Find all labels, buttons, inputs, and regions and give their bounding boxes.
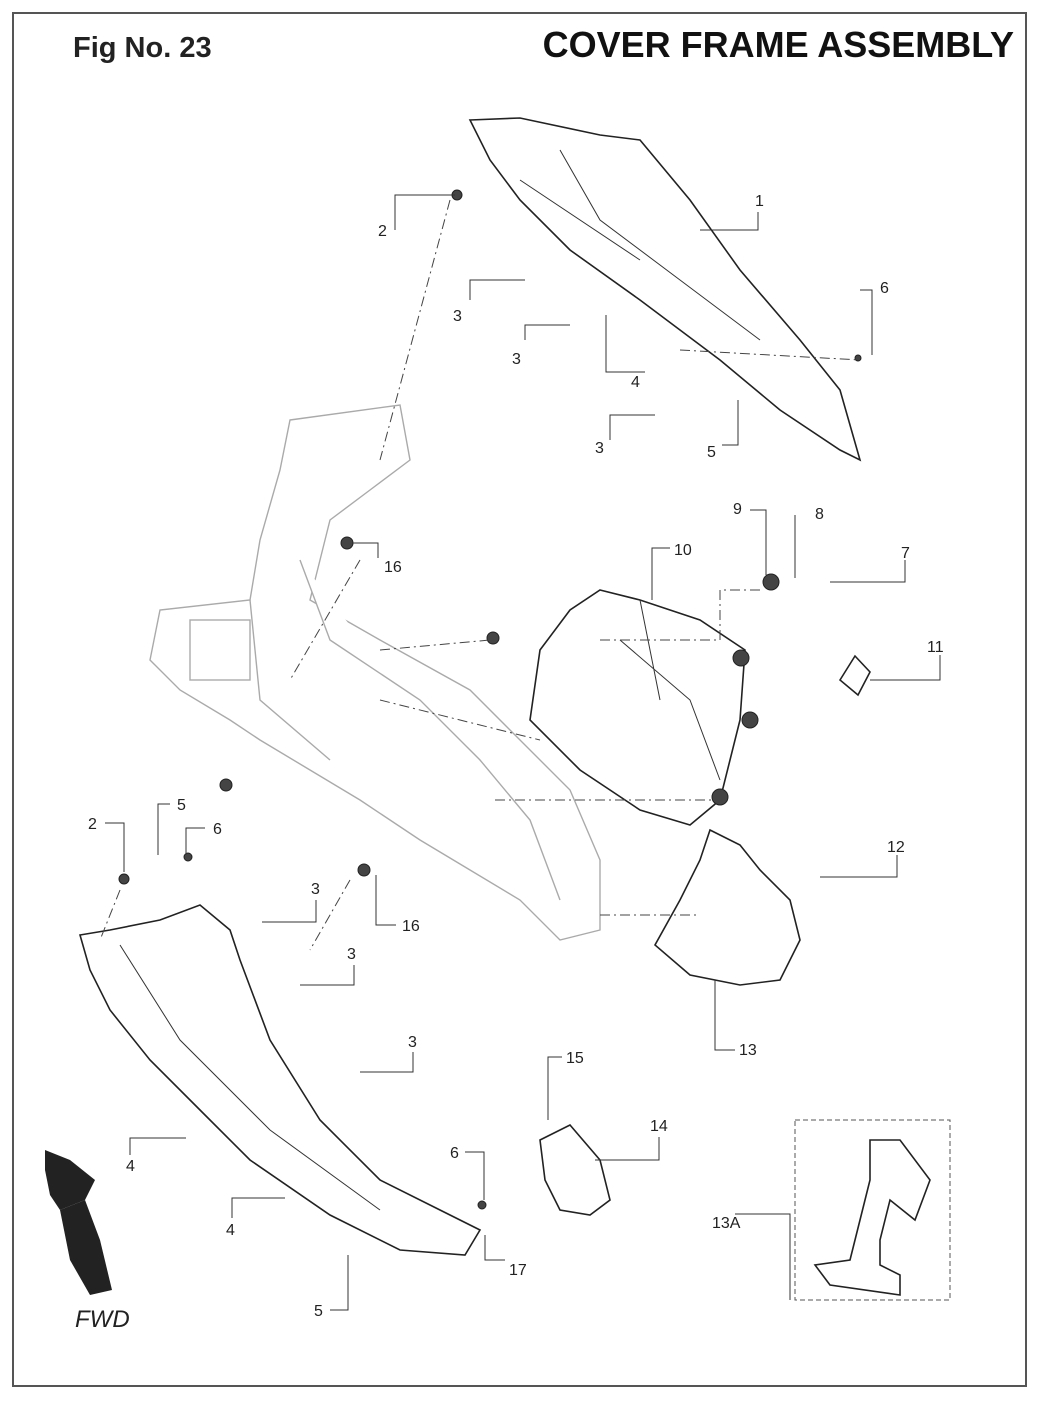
callout: 14 (650, 1118, 668, 1135)
callout: 2 (378, 223, 387, 240)
leader-lines (105, 194, 941, 1311)
part-13a-bracket (813, 1139, 931, 1296)
part-10-inner-cover (529, 589, 746, 826)
part-17-floor-cover (78, 904, 482, 1256)
callout: 16 (402, 918, 420, 935)
callout: 11 (927, 639, 944, 656)
callout: 3 (408, 1034, 417, 1051)
part-13-front-cover (653, 828, 801, 986)
callout: 13A (712, 1215, 741, 1232)
forward-direction-indicator: FWD (45, 1150, 130, 1333)
callout: 16 (384, 559, 402, 576)
callout: 7 (901, 545, 910, 562)
callout: 17 (509, 1262, 527, 1279)
callout: 9 (733, 501, 742, 518)
callout: 3 (512, 351, 521, 368)
callout: 5 (177, 797, 186, 814)
callout: 5 (314, 1303, 323, 1320)
part-1-rear-cover (468, 117, 862, 462)
callout: 4 (631, 374, 640, 391)
callout: 4 (226, 1222, 235, 1239)
part-14-panel (539, 1124, 611, 1216)
callout: 10 (674, 542, 692, 559)
callout: 4 (126, 1158, 135, 1175)
fwd-label: FWD (75, 1306, 130, 1333)
callout: 3 (347, 946, 356, 963)
callout: 6 (880, 280, 889, 297)
callout: 6 (213, 821, 222, 838)
diagram-border (12, 12, 1027, 1387)
fasteners (118, 189, 862, 1210)
callout: 15 (566, 1050, 584, 1067)
part-11-label (838, 654, 871, 697)
callout: 3 (595, 440, 604, 457)
forward-arrow-icon (45, 1150, 95, 1210)
callout: 12 (887, 839, 905, 856)
figure-number: Fig No. 23 (73, 32, 212, 64)
callout: 2 (88, 816, 97, 833)
callout: 8 (815, 506, 824, 523)
callout: 3 (453, 308, 462, 325)
part-13a-detail-box (794, 1119, 951, 1301)
callout-labels: 1 2 3 3 4 3 5 6 9 8 7 10 16 11 12 2 5 6 … (88, 193, 944, 1320)
callout: 5 (707, 444, 716, 461)
callout: 13 (739, 1042, 757, 1059)
diagram-title: COVER FRAME ASSEMBLY (542, 24, 1014, 65)
callout: 3 (311, 881, 320, 898)
callout: 1 (755, 193, 764, 210)
main-frame (149, 404, 601, 941)
callout: 6 (450, 1145, 459, 1162)
